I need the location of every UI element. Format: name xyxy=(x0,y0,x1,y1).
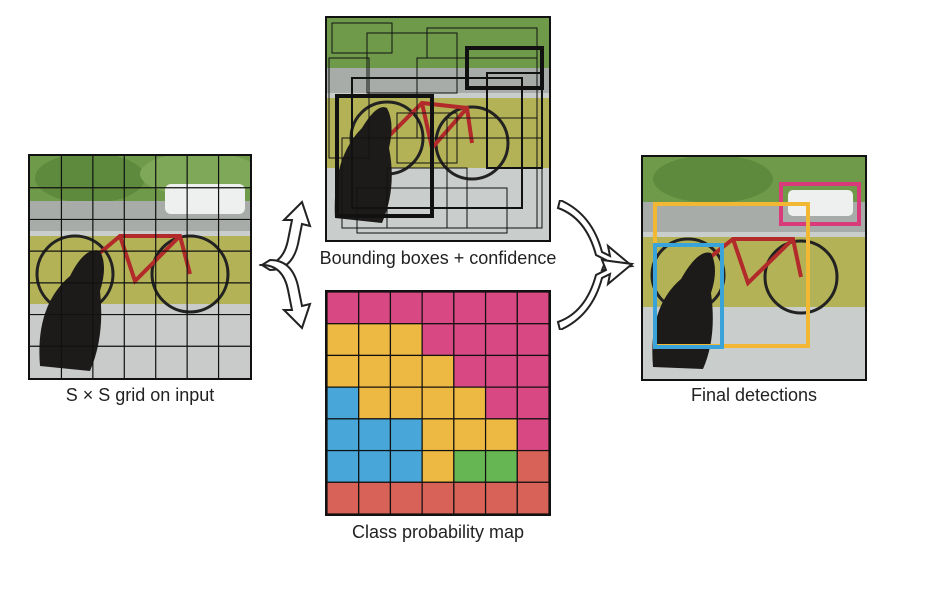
class-cell xyxy=(453,386,487,420)
class-cell xyxy=(453,481,487,514)
classmap-caption: Class probability map xyxy=(351,522,525,542)
class-cell xyxy=(516,323,549,357)
class-cell xyxy=(516,481,549,514)
class-cell xyxy=(358,481,392,514)
class-cell xyxy=(358,323,392,357)
class-cell xyxy=(389,418,423,452)
class-cell xyxy=(516,292,549,325)
class-cell xyxy=(389,386,423,420)
class-cell xyxy=(484,386,518,420)
class-cell xyxy=(389,323,423,357)
detections-caption: Final detections xyxy=(690,385,818,405)
split-arrow-icon xyxy=(258,200,312,330)
class-cell xyxy=(484,418,518,452)
class-cell xyxy=(421,323,455,357)
class-cell xyxy=(421,354,455,388)
class-cell xyxy=(358,354,392,388)
input-caption: S × S grid on input xyxy=(65,385,215,405)
class-cell xyxy=(453,418,487,452)
input-grid-overlay xyxy=(30,156,250,378)
input-scene xyxy=(30,156,250,378)
class-cell xyxy=(358,386,392,420)
class-cell xyxy=(453,449,487,483)
class-cell xyxy=(327,449,360,483)
class-cell xyxy=(327,323,360,357)
class-cell xyxy=(327,386,360,420)
class-cell xyxy=(389,354,423,388)
class-cell xyxy=(484,323,518,357)
class-cell xyxy=(484,449,518,483)
class-cell xyxy=(327,354,360,388)
class-cell xyxy=(484,354,518,388)
final-detections-panel xyxy=(641,155,867,381)
class-cell xyxy=(453,354,487,388)
class-cell xyxy=(516,386,549,420)
class-cell xyxy=(516,418,549,452)
boxes-scene xyxy=(327,18,549,240)
class-cell xyxy=(358,418,392,452)
class-map-grid xyxy=(327,292,549,514)
class-cell xyxy=(421,292,455,325)
merge-arrow-icon xyxy=(556,200,635,330)
detections-scene xyxy=(643,157,865,379)
class-cell xyxy=(421,418,455,452)
class-cell xyxy=(327,418,360,452)
class-cell xyxy=(421,449,455,483)
class-cell xyxy=(421,386,455,420)
class-probability-panel xyxy=(325,290,551,516)
class-cell xyxy=(484,481,518,514)
class-cell xyxy=(327,481,360,514)
class-cell xyxy=(389,481,423,514)
class-cell xyxy=(389,449,423,483)
class-cell xyxy=(358,449,392,483)
class-cell xyxy=(358,292,392,325)
detection-boxes xyxy=(653,182,861,349)
class-cell xyxy=(484,292,518,325)
boxes-caption: Bounding boxes + confidence xyxy=(319,248,557,268)
class-cell xyxy=(516,354,549,388)
class-cell xyxy=(516,449,549,483)
bounding-boxes-panel xyxy=(325,16,551,242)
class-cell xyxy=(327,292,360,325)
class-cell xyxy=(389,292,423,325)
class-cell xyxy=(453,292,487,325)
class-cell xyxy=(421,481,455,514)
detection-box-dog xyxy=(653,243,724,349)
class-cell xyxy=(453,323,487,357)
input-image-panel xyxy=(28,154,252,380)
